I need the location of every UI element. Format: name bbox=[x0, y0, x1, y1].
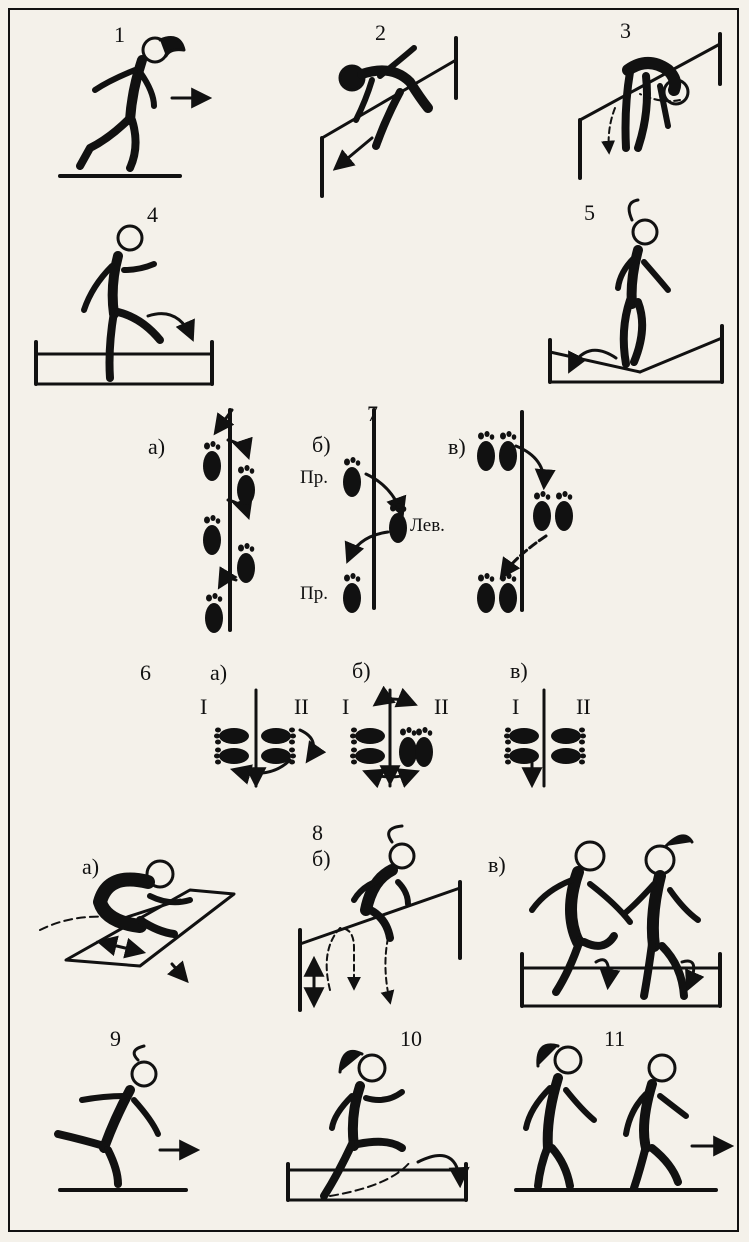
figure-2-climbing-over bbox=[322, 38, 456, 196]
figure-11-two-walkers bbox=[516, 1045, 730, 1190]
figure-3-climbing-under bbox=[580, 34, 720, 178]
figure-9-running-girl bbox=[58, 1046, 196, 1190]
figure-8v-pair-jump bbox=[522, 836, 720, 1006]
figure-10-step-over-box bbox=[288, 1051, 466, 1200]
figure-6-foot-shapes bbox=[214, 727, 586, 767]
figure-8a-crouch-jump bbox=[40, 861, 234, 980]
figure-7-footprints bbox=[216, 410, 546, 630]
figure-4-stepping-over bbox=[36, 226, 212, 384]
figure-8b-jump-over bbox=[300, 826, 460, 1010]
figure-1-walking-girl bbox=[60, 38, 208, 176]
figure-5-hopping bbox=[550, 200, 722, 382]
